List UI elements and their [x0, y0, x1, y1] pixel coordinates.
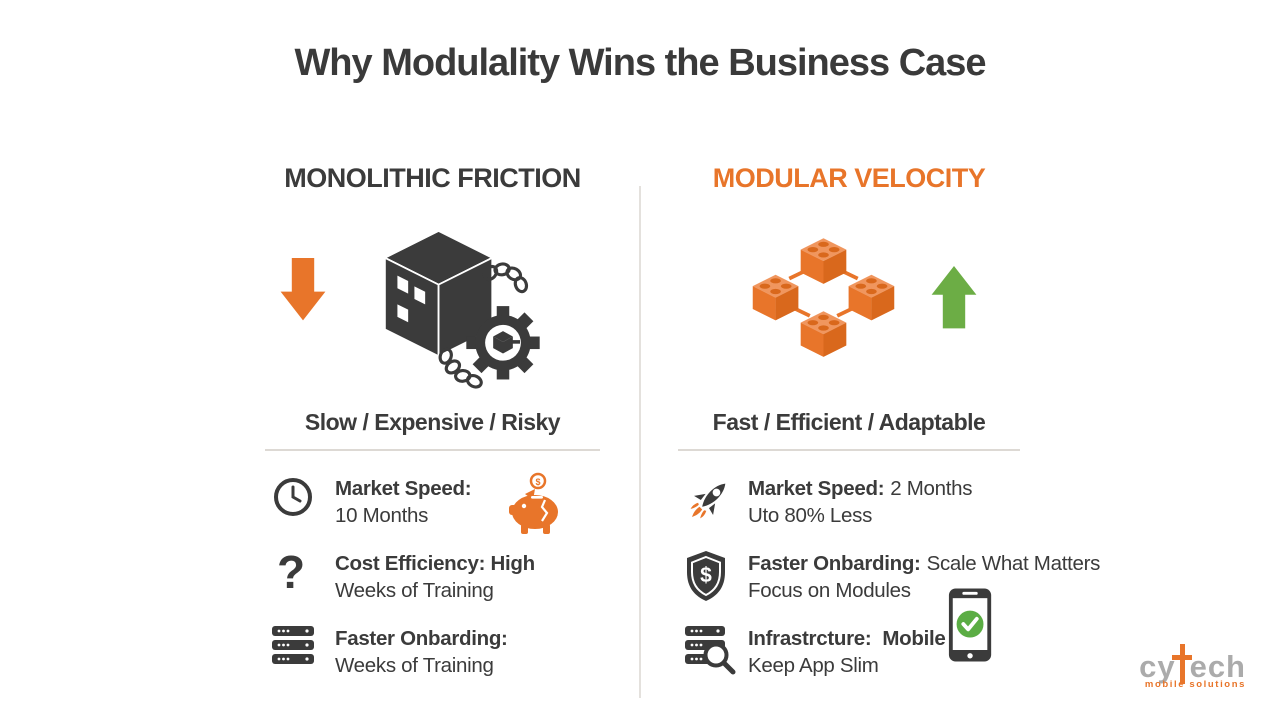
list-item: Market Speed:2 Months Uto 80% Less	[678, 475, 1020, 529]
logo-cross-icon	[1171, 644, 1192, 684]
vertical-divider	[639, 186, 641, 698]
item-subtitle: 10 Months	[335, 504, 429, 527]
phone-check-icon	[948, 588, 992, 662]
list-item: Infrastrcture: Mobile Keep App Slim	[678, 625, 1020, 679]
monolithic-tagline: Slow / Expensive / Risky	[304, 409, 561, 435]
item-title: Market Speed:	[748, 477, 885, 500]
logo-wordmark: cy ech	[1139, 640, 1246, 684]
item-text: Infrastrcture: Mobile Keep App Slim	[742, 625, 946, 679]
server-search-icon	[678, 625, 742, 679]
rocket-icon	[678, 475, 742, 525]
question-icon: ?	[277, 546, 306, 598]
item-text: Faster Onbarding:Scale What Matters Focu…	[742, 550, 1100, 604]
item-title: Faster Onbarding:	[748, 552, 921, 575]
list-item: ? Cost Efficiency: High Weeks of Trainin…	[265, 546, 600, 604]
list-item: Market Speed: 10 Months	[265, 475, 600, 529]
monolithic-graphic	[265, 220, 600, 405]
modular-blocks-icon	[752, 238, 895, 357]
modular-tagline: Fast / Efficient / Adaptable	[712, 409, 986, 435]
item-title-line: Market Speed:2 Months	[748, 475, 972, 502]
down-arrow-icon	[280, 258, 326, 321]
item-subtitle: Focus on Modules	[748, 579, 911, 602]
logo-tagline: mobile solutions	[1144, 679, 1246, 690]
list-item: Faster Onbarding: Weeks of Training	[265, 625, 600, 679]
server-stack-icon	[265, 625, 329, 667]
item-title: Cost Efficiency: High	[335, 552, 535, 575]
modular-header: MODULAR VELOCITY	[712, 163, 986, 193]
monolithic-column: MONOLITHIC FRICTION	[265, 160, 600, 700]
item-text: Market Speed: 10 Months	[329, 475, 472, 529]
item-subtitle: Keep App Slim	[748, 654, 879, 677]
item-title-suffix: Mobile	[882, 627, 946, 650]
item-title: Infrastrcture:	[748, 627, 872, 650]
right-divider-line	[678, 449, 1020, 451]
item-title: Market Speed:	[335, 477, 472, 500]
item-subtitle: Weeks of Training	[335, 654, 494, 677]
modular-column: MODULAR VELOCITY	[678, 160, 1100, 700]
svg-text:$: $	[535, 477, 540, 487]
page-title: Why Modulality Wins the Business Case	[294, 42, 986, 84]
modular-graphic	[678, 220, 1020, 405]
logo-text-ech: ech	[1189, 649, 1246, 684]
list-item: $ Faster Onbarding:Scale What Matters Fo…	[678, 550, 1100, 604]
item-title-suffix: Scale What Matters	[926, 552, 1101, 575]
up-arrow-icon	[931, 266, 977, 329]
logo-text-cy: cy	[1139, 649, 1176, 684]
item-text: Market Speed:2 Months Uto 80% Less	[742, 475, 972, 529]
item-title-line: Infrastrcture: Mobile	[748, 625, 946, 652]
clock-icon	[265, 475, 329, 519]
monolith-cube-chain-gear-icon	[382, 229, 540, 389]
monolithic-header: MONOLITHIC FRICTION	[284, 163, 581, 193]
cytech-logo: cy ech mobile solutions	[1139, 640, 1246, 690]
piggy-bank-coin-icon: $	[509, 472, 558, 534]
monolithic-items: Market Speed: 10 Months ? Cost Efficienc…	[265, 475, 600, 679]
item-title-line: Faster Onbarding:Scale What Matters	[748, 550, 1100, 577]
item-title-suffix: 2 Months	[890, 477, 973, 500]
item-title: Faster Onbarding:	[335, 627, 508, 650]
item-text: Cost Efficiency: High Weeks of Training	[329, 550, 535, 604]
shield-dollar-icon: $	[678, 550, 742, 602]
modular-items: Market Speed:2 Months Uto 80% Less $ Fas…	[678, 475, 1100, 679]
item-subtitle: Uto 80% Less	[748, 504, 873, 527]
item-text: Faster Onbarding: Weeks of Training	[329, 625, 508, 679]
item-subtitle: Weeks of Training	[335, 579, 494, 602]
svg-text:$: $	[700, 564, 712, 587]
left-divider-line	[265, 449, 600, 451]
